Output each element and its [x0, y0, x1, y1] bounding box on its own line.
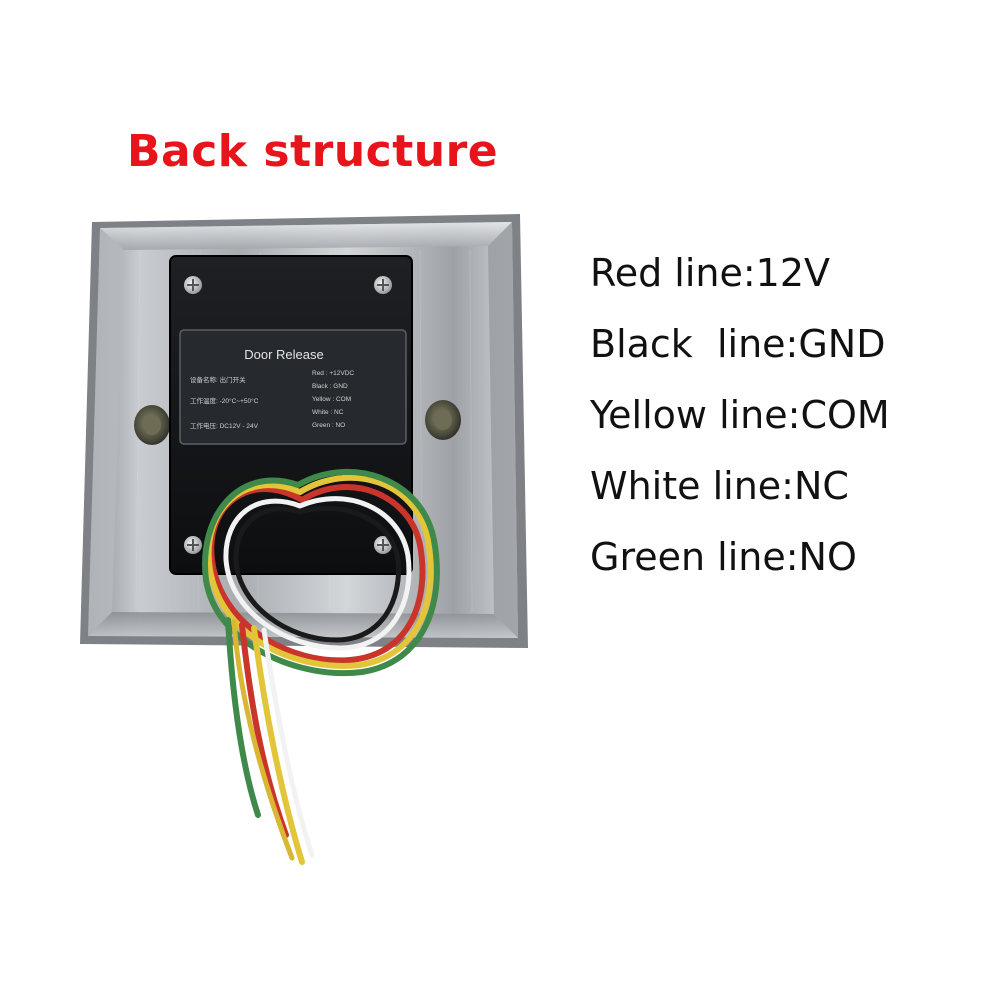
label-right-row: Yellow : COM	[312, 396, 351, 403]
mounting-standoff-left	[134, 405, 170, 445]
wiring-legend: Red line:12V Black line:GND Yellow line:…	[590, 238, 890, 593]
wiring-legend-item-red: Red line:12V	[590, 251, 831, 295]
device-label-title: Door Release	[244, 347, 324, 362]
label-right-row: Black : GND	[312, 383, 348, 390]
wiring-legend-item-green: Green line:NO	[590, 535, 857, 579]
wire-tail-red	[239, 622, 289, 838]
label-left-row: 工作温度: -20°C~+50°C	[190, 396, 259, 405]
label-left-row: 设备名称: 出门开关	[190, 375, 246, 384]
wire-green	[202, 469, 440, 677]
label-left-row: 工作电压: DC12V - 24V	[190, 421, 259, 430]
wire-tail-green	[225, 617, 261, 818]
screw-icon	[184, 536, 202, 554]
heading-back-structure: Back structure	[127, 126, 499, 177]
label-right-row: Green : NO	[312, 422, 345, 429]
screw-icon	[374, 276, 392, 294]
screw-icon	[184, 276, 202, 294]
screw-icon	[374, 536, 392, 554]
wire-black	[233, 505, 401, 643]
wire-tail-yellow	[251, 625, 305, 865]
label-right-row: Red : +12VDC	[312, 370, 354, 377]
mounting-standoff-right	[425, 400, 461, 440]
wire-tail-yellow-2	[231, 619, 295, 861]
wiring-legend-item-yellow: Yellow line:COM	[590, 393, 890, 437]
wiring-legend-item-black: Black line:GND	[590, 322, 886, 366]
wiring-legend-item-white: White line:NC	[590, 464, 849, 508]
wire-tail-white	[261, 627, 315, 858]
device-label: Door Release 设备名称: 出门开关 工作温度: -20°C~+50°…	[179, 329, 407, 445]
wire-bundle	[202, 469, 440, 865]
wire-white	[223, 496, 412, 651]
label-right-row: White : NC	[312, 409, 344, 416]
